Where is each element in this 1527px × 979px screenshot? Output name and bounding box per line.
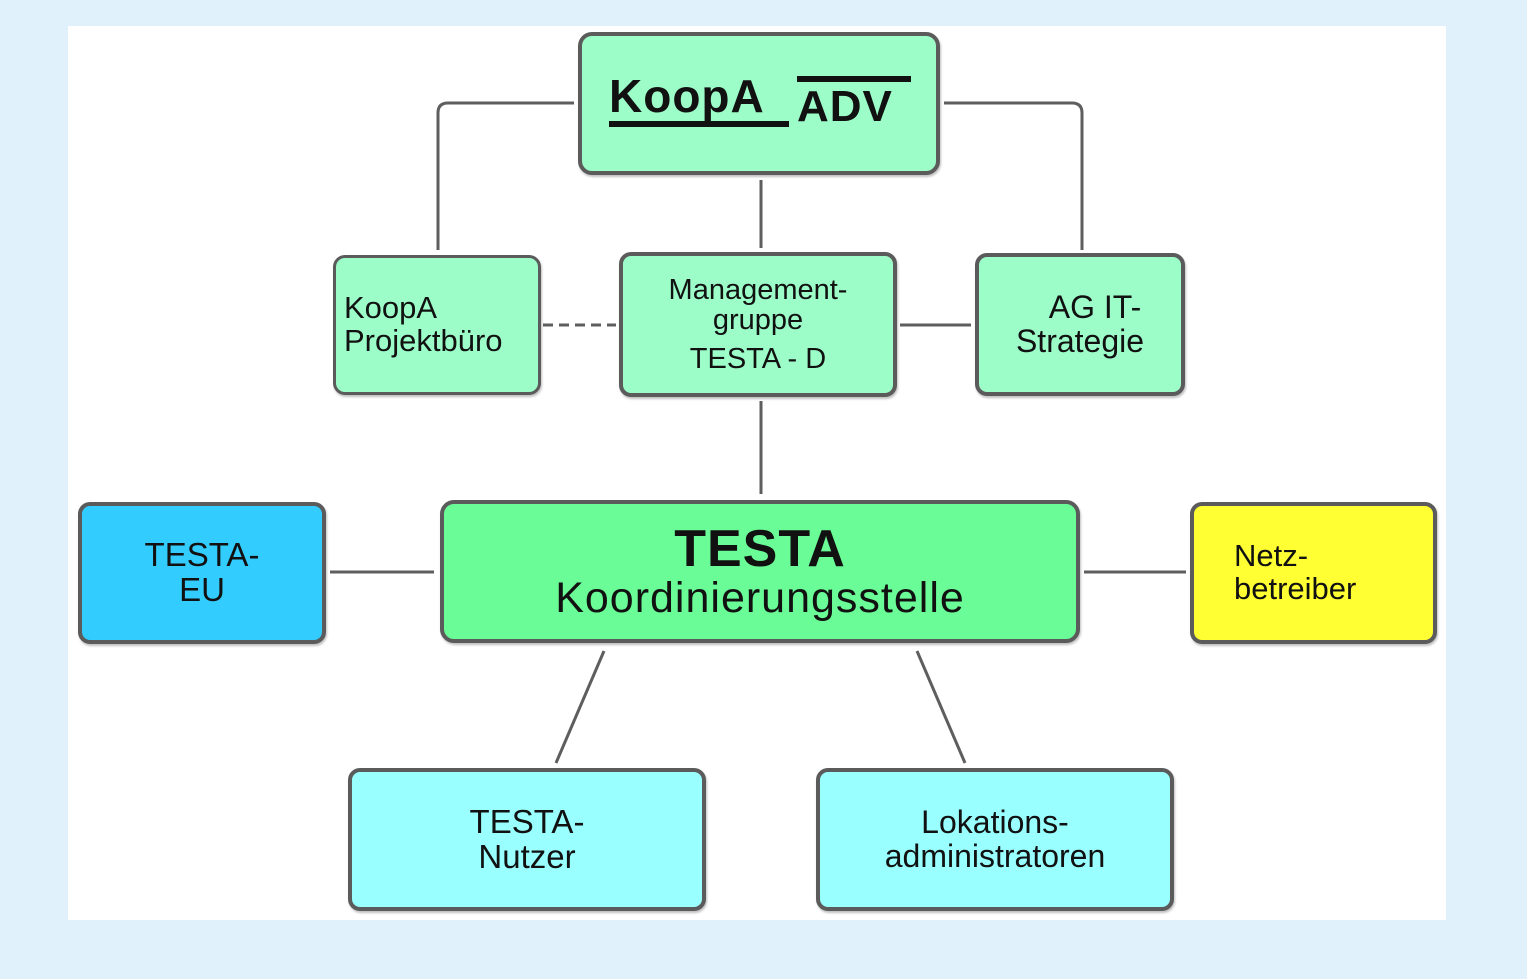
diagram-canvas: [68, 26, 1446, 920]
koopa-adv-node: KoopA ADV: [578, 32, 940, 175]
node-label-line2: EU: [179, 571, 225, 608]
node-label-line1: Lokations-: [921, 803, 1069, 840]
koopa-projektbuero-node: KoopA Projektbüro: [333, 255, 541, 395]
node-label-line2: betreiber: [1234, 571, 1357, 606]
connector-koopa-projektbuero: [436, 101, 574, 250]
node-label-line2: Nutzer: [478, 837, 576, 875]
node-label-line1: KoopA: [344, 290, 438, 326]
managementgruppe-node: Management- gruppe TESTA - D: [619, 252, 897, 397]
testa-eu-node: TESTA- EU: [78, 502, 326, 644]
connector-koordinierungsstelle-lokation: [915, 650, 967, 764]
node-label-line1: TESTA-: [469, 802, 585, 840]
node-subtitle: Koordinierungsstelle: [555, 574, 965, 623]
node-label-line2: Strategie: [1015, 322, 1145, 359]
testa-koordinierungsstelle-node: TESTA Koordinierungsstelle: [440, 500, 1080, 643]
koopa-label: KoopA: [609, 69, 765, 122]
node-label-line1: AG IT-: [1048, 288, 1142, 325]
netzbetreiber-node: Netz- betreiber: [1190, 502, 1437, 644]
connector-koopa-ag-it: [944, 101, 1084, 250]
testa-nutzer-node: TESTA- Nutzer: [348, 768, 706, 911]
node-title: TESTA: [674, 519, 846, 578]
node-label-line1: TESTA-: [144, 536, 260, 574]
node-label-line1: Management-: [668, 273, 848, 306]
node-label-line1: Netz-: [1234, 538, 1309, 574]
connector-koordinierungsstelle-nutzer: [554, 650, 606, 764]
koopa-adv-logo: KoopA ADV: [609, 69, 911, 136]
node-label-line2: Projektbüro: [344, 323, 503, 358]
lokationsadministratoren-node: Lokations- administratoren: [816, 768, 1174, 911]
node-label-line2: gruppe: [712, 304, 804, 337]
adv-label: ADV: [797, 81, 893, 131]
adv-overline: [797, 75, 911, 82]
node-label-line2: administratoren: [884, 837, 1106, 874]
ag-it-strategie-node: AG IT- Strategie: [975, 253, 1185, 396]
koopa-underline: [609, 120, 789, 127]
node-label-line3: TESTA - D: [689, 342, 827, 375]
